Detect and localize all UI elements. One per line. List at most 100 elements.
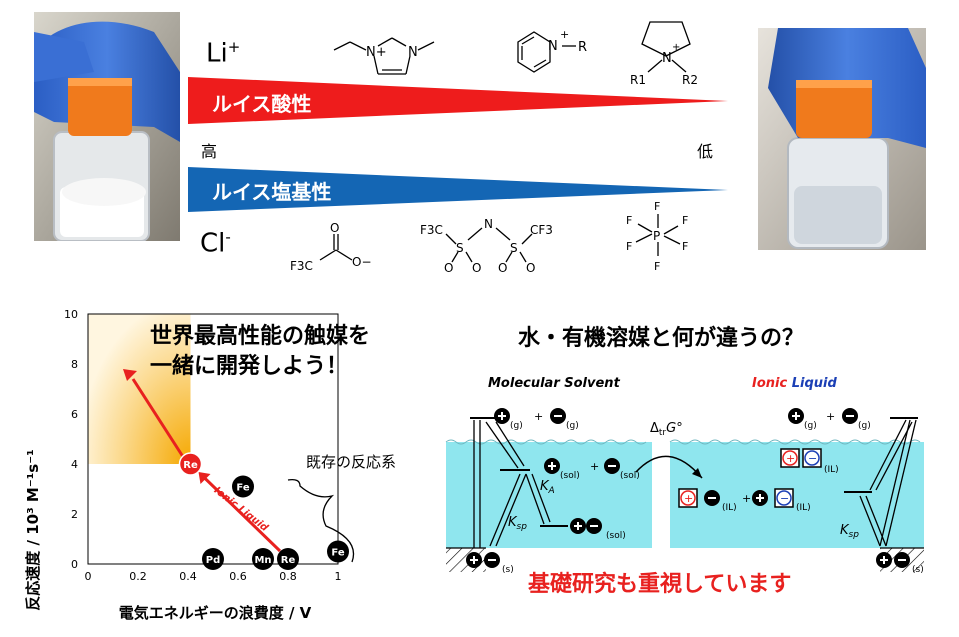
- y-axis-label: 反応速度 / 10³ M⁻¹s⁻¹: [24, 449, 42, 610]
- svg-text:ΔtrG°: ΔtrG°: [650, 421, 683, 438]
- svg-text:F: F: [654, 200, 660, 213]
- svg-text:F: F: [626, 240, 632, 253]
- basic-research-footer: 基礎研究も重視しています: [528, 572, 792, 597]
- il-anion: [804, 450, 820, 466]
- svg-text:Ksp: Ksp: [840, 523, 859, 540]
- ion-subscript: (g): [566, 421, 579, 431]
- y-tick-label: 8: [71, 358, 78, 371]
- improvement-arrow-head: [123, 369, 137, 381]
- solvation-diagram: ΔtrG° (g)+(g)(sol)+(sol)(sol)(s)(g)+(g)+…: [445, 408, 924, 575]
- ion-subscript: (s): [502, 565, 514, 575]
- lewis-acidity-wedge: [188, 77, 728, 124]
- svg-text:O: O: [472, 261, 481, 274]
- data-point-label: Pd: [206, 555, 221, 566]
- low-label: 低: [697, 142, 714, 161]
- x-axis-label: 電気エネルギーの浪費度 / V: [119, 604, 312, 622]
- data-point-label: Fe: [236, 483, 249, 494]
- svg-text:+: +: [560, 28, 569, 41]
- svg-text:N: N: [548, 39, 558, 54]
- y-tick-label: 10: [64, 308, 78, 321]
- lewis-acidity-label: ルイス酸性: [212, 92, 312, 116]
- data-point-label: Fe: [331, 548, 344, 559]
- svg-text:O: O: [330, 221, 339, 235]
- ion-subscript: (s): [912, 565, 924, 575]
- plus-sign: +: [534, 410, 543, 423]
- ion-subscript: (g): [858, 421, 871, 431]
- svg-text:F: F: [626, 214, 632, 227]
- data-point-label: Re: [281, 555, 296, 566]
- ion-subscript: (IL): [722, 503, 737, 513]
- hexafluorophosphate-structure: P F F F F F F: [626, 200, 688, 273]
- ionic-liquid-label: Ionic Liquid: [752, 376, 837, 391]
- il-cation: [680, 490, 696, 506]
- imidazolium-structure: N+ N: [333, 37, 435, 75]
- ion-subscript: (IL): [796, 503, 811, 513]
- svg-text:N: N: [408, 45, 418, 60]
- x-tick-label: 0.4: [179, 570, 197, 583]
- high-label: 高: [201, 142, 218, 161]
- il-anion: [776, 490, 792, 506]
- svg-text:S: S: [510, 241, 518, 255]
- svg-text:+: +: [672, 42, 680, 53]
- data-point: [178, 452, 203, 476]
- svg-text:Ksp: Ksp: [508, 515, 527, 532]
- y-tick-label: 0: [71, 558, 78, 571]
- molecular-solvent-label: Molecular Solvent: [488, 376, 620, 391]
- ionic-liquid-arrow: [199, 472, 282, 553]
- svg-text:O−: O−: [352, 255, 372, 269]
- data-point-label: Re: [183, 460, 198, 471]
- trifluoroacetate-structure: O F3C O−: [290, 221, 372, 273]
- svg-text:F3C: F3C: [420, 223, 443, 237]
- li-ion-label: Li+: [206, 38, 241, 69]
- data-point: [232, 475, 254, 498]
- plus-sign: +: [826, 410, 835, 423]
- x-tick-label: 0: [85, 570, 92, 583]
- ion-subscript: (g): [510, 421, 523, 431]
- svg-text:N+: N+: [366, 45, 387, 60]
- x-tick-label: 1: [335, 570, 342, 583]
- photo-liquid-vial: [758, 28, 926, 250]
- ion-subscript: (IL): [824, 465, 839, 475]
- existing-systems-bracket: [287, 478, 355, 563]
- data-point: [327, 540, 349, 563]
- svg-text:O: O: [526, 261, 535, 274]
- svg-text:F: F: [682, 214, 688, 227]
- svg-text:F: F: [654, 260, 660, 273]
- svg-text:P: P: [653, 229, 660, 243]
- svg-text:N: N: [662, 51, 672, 66]
- x-tick-label: 0.6: [229, 570, 247, 583]
- ion-sign: −: [808, 452, 817, 465]
- ion-subscript: (sol): [620, 471, 640, 481]
- x-tick-label: 0.8: [279, 570, 297, 583]
- svg-text:R1: R1: [630, 73, 646, 87]
- svg-text:R: R: [578, 40, 587, 55]
- y-tick-label: 4: [71, 458, 78, 471]
- svg-text:F: F: [682, 240, 688, 253]
- svg-text:O: O: [444, 261, 453, 274]
- svg-text:N: N: [484, 217, 493, 231]
- svg-text:S: S: [456, 241, 464, 255]
- photo-solid-vial: [34, 12, 180, 241]
- data-point: [202, 548, 224, 570]
- solvent-question-title: 水・有機溶媒と何が違うの？: [518, 326, 805, 351]
- ion-subscript: (g): [804, 421, 817, 431]
- pyridinium-structure: N + R: [517, 28, 587, 73]
- cl-ion-label: Cl-: [200, 228, 231, 259]
- x-tick-label: 0.2: [129, 570, 147, 583]
- svg-text:KA: KA: [540, 479, 555, 496]
- svg-text:O: O: [498, 261, 507, 274]
- svg-text:CF3: CF3: [530, 223, 553, 237]
- pyrrolidinium-structure: N + R1 R2: [630, 21, 698, 87]
- data-point: [277, 548, 299, 570]
- y-tick-label: 6: [71, 408, 78, 421]
- catalyst-headline: 世界最高性能の触媒を 一緒に開発しよう！: [150, 324, 371, 379]
- lewis-basicity-wedge: [188, 167, 728, 212]
- y-tick-label: 2: [71, 508, 78, 521]
- plus-sign: +: [590, 460, 599, 473]
- ionic-liquid-arrow-head: [198, 472, 211, 484]
- improvement-arrow: [131, 378, 184, 457]
- ion-sign: +: [786, 452, 795, 465]
- data-point: [252, 548, 274, 570]
- il-cation: [782, 450, 798, 466]
